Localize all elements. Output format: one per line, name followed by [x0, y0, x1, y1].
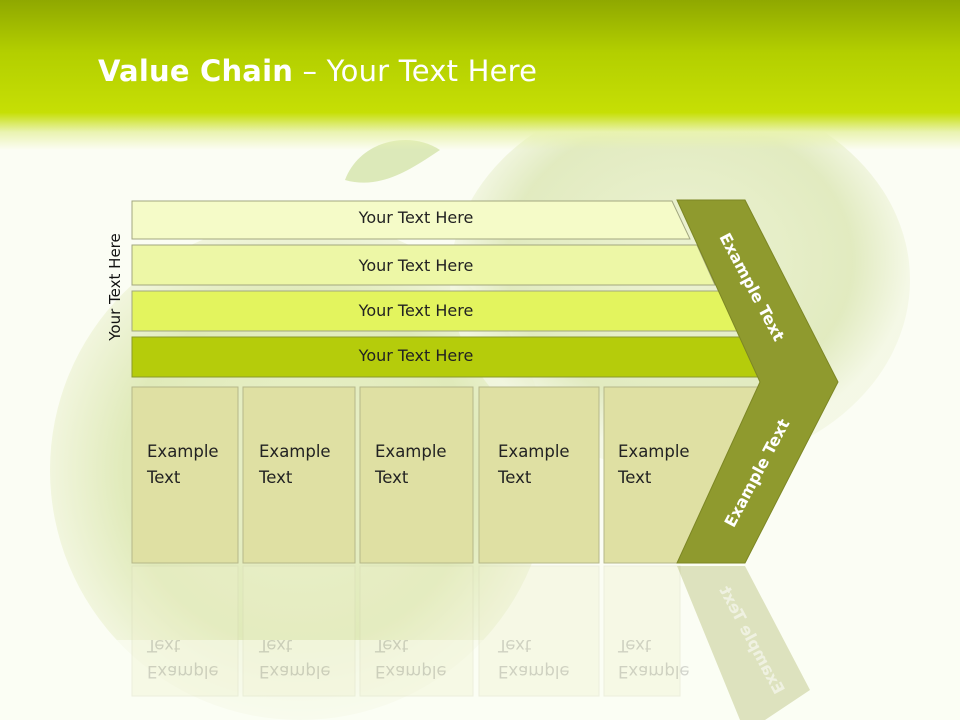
page-title: Value Chain – Your Text Here — [98, 54, 537, 88]
bar-shape — [131, 200, 691, 240]
box-shape — [478, 386, 600, 564]
bar-label-1: Your Text Here — [358, 208, 474, 227]
bar-label-2: Your Text Here — [358, 256, 474, 275]
bar-shape — [131, 244, 716, 286]
bar-label-4: Your Text Here — [358, 346, 474, 365]
title-rest: – Your Text Here — [293, 54, 538, 88]
bar-label-3: Your Text Here — [358, 301, 474, 320]
box-shape — [131, 386, 239, 564]
box-shape — [242, 386, 356, 564]
title-bold: Value Chain — [98, 54, 294, 88]
boxes-reflection — [131, 565, 681, 697]
chevron-arrow-shape — [676, 199, 839, 564]
header-banner — [0, 0, 960, 150]
chevron-reflection-shape — [677, 566, 810, 720]
box-shape — [359, 386, 474, 564]
